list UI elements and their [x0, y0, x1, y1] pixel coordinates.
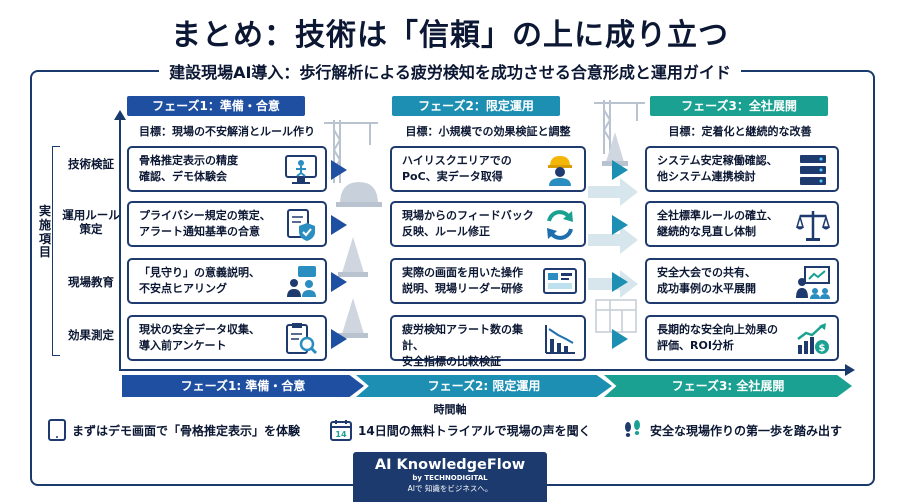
card-text: 「見守り」の意義説明、 不安点ヒアリング [139, 266, 260, 295]
row-bracket [52, 146, 60, 356]
company-logo: AI KnowledgeFlow by TECHNODIGITAL AIで 知識… [353, 452, 547, 502]
card-phase3-rules: 全社標準ルールの確立、 継続的な見直し体制 [645, 201, 839, 247]
card-text: 現場からのフィードバック 反映、ルール修正 [402, 209, 534, 238]
card-phase3-technical: システム安定稼働確認、 他システム連携検討 [645, 146, 839, 192]
helmet-worker-icon [548, 156, 572, 186]
step-demo: まずはデモ画面で「骨格推定表示」を体験 [48, 418, 300, 442]
card-text: 全社標準ルールの確立、 継続的な見直し体制 [657, 209, 778, 238]
card-phase2-rules: 現場からのフィードバック 反映、ルール修正 [390, 201, 586, 247]
dashboard-screen-icon [543, 268, 577, 294]
card-phase1-technical: 骨格推定表示の精度 確認、デモ体験会 [127, 146, 327, 192]
y-axis-line [119, 118, 121, 370]
growth-chart-icon: $ [797, 323, 829, 354]
card-phase3-education: 安全大会での共有、 成功事例の水平展開 [645, 258, 839, 304]
x-axis-arrowhead [845, 364, 855, 376]
row-label-effect-measurement: 効果測定 [68, 328, 114, 342]
flow-arrow [331, 160, 347, 180]
logo-name: AI KnowledgeFlow [374, 457, 526, 473]
phase-3-header: フェーズ3：全社展開 [650, 96, 828, 116]
page-subtitle: 建設現場AI導入：歩行解析による疲労検知を成功させる合意形成と運用ガイド [0, 59, 900, 83]
logo-tagline: AIで 知識をビジネスへ。 [407, 484, 493, 493]
traffic-cone-illustration-1 [338, 237, 368, 277]
step-trial: 14 14日間の無料トライアルで現場の声を聞く [330, 418, 591, 442]
card-text: 疲労検知アラート数の集計、 安全指標の比較検証 [402, 323, 523, 368]
card-phase1-education: 「見守り」の意義説明、 不安点ヒアリング [127, 258, 327, 304]
phase-2-header: フェーズ2：限定運用 [392, 96, 560, 116]
flow-arrow [331, 215, 347, 235]
phase-2-band: フェーズ2: 限定運用 [356, 375, 612, 397]
card-text: 現状の安全データ収集、 導入前アンケート [139, 323, 260, 352]
card-text: プライバシー規定の策定、 アラート通知基準の合意 [139, 209, 271, 238]
card-phase2-technical: ハイリスクエリアでの PoC、実データ取得 [390, 146, 586, 192]
step-first-step: 安全な現場作りの第一歩を踏み出す [622, 418, 842, 442]
calendar-icon: 14 [330, 420, 352, 441]
phase-3-band: フェーズ3: 全社展開 [604, 375, 852, 397]
row-label-technical-verification: 技術検証 [68, 157, 114, 171]
card-text: 骨格推定表示の精度 確認、デモ体験会 [139, 154, 238, 183]
flow-arrow [612, 215, 628, 235]
traffic-cone-illustration-2 [338, 298, 368, 338]
server-stack-icon [800, 155, 826, 185]
refresh-cycle-icon [547, 210, 573, 240]
card-phase2-education: 実際の画面を用いた操作 説明、現場リーダー研修 [390, 258, 586, 304]
flow-arrow [612, 160, 628, 180]
phase-3-goal: 目標：定着化と継続的な改善 [668, 125, 812, 138]
step-text: 安全な現場作りの第一歩を踏み出す [650, 423, 843, 438]
row-label-site-education: 現場教育 [68, 275, 114, 289]
declining-chart-icon [545, 325, 575, 354]
row-label-operation-rules: 運用ルール 策定 [62, 208, 120, 237]
phase-2-goal: 目標：小規模での効果検証と調整 [405, 125, 571, 138]
logo-by: by TECHNODIGITAL [412, 474, 488, 482]
step-text: 14日間の無料トライアルで現場の声を聞く [358, 423, 591, 438]
card-text: 長期的な安全向上効果の 評価、ROI分析 [657, 323, 778, 352]
crane-illustration-2 [594, 100, 645, 154]
balance-scale-icon [795, 211, 831, 241]
x-axis-line [119, 369, 847, 371]
card-text: システム安定稼働確認、 他システム連携検討 [657, 154, 778, 183]
card-text: 実際の画面を用いた操作 説明、現場リーダー研修 [402, 266, 523, 295]
monitor-person-icon [285, 155, 317, 184]
svg-text:14: 14 [335, 430, 347, 439]
y-axis-label: 実施項目 [38, 204, 51, 260]
people-chat-icon [287, 266, 316, 297]
flow-arrow [612, 329, 628, 349]
document-shield-icon [287, 209, 315, 241]
card-text: ハイリスクエリアでの PoC、実データ取得 [402, 154, 512, 183]
safety-helmet-illustration [336, 182, 382, 207]
card-text: 安全大会での共有、 成功事例の水平展開 [657, 266, 756, 295]
clipboard-search-icon [286, 323, 318, 355]
card-phase2-measurement: 疲労検知アラート数の集計、 安全指標の比較検証 [390, 315, 586, 368]
subtitle-text: 建設現場AI導入：歩行解析による疲労検知を成功させる合意形成と運用ガイド [159, 63, 741, 82]
time-axis-label: 時間軸 [433, 403, 467, 416]
card-phase3-measurement: 長期的な安全向上効果の 評価、ROI分析 $ [645, 315, 839, 361]
phase-1-band: フェーズ1: 準備・合意 [122, 375, 364, 397]
phase-1-goal: 目標：現場の不安解消とルール作り [139, 125, 315, 138]
footsteps-icon [625, 420, 640, 437]
flow-arrow [331, 329, 347, 349]
flow-arrow [331, 272, 347, 292]
tablet-icon [48, 419, 66, 441]
step-text: まずはデモ画面で「骨格推定表示」を体験 [72, 423, 301, 438]
card-phase1-measurement: 現状の安全データ収集、 導入前アンケート [127, 315, 327, 361]
card-phase1-rules: プライバシー規定の策定、 アラート通知基準の合意 [127, 201, 327, 247]
presentation-icon [796, 266, 830, 299]
flow-arrow [612, 272, 628, 292]
y-axis-arrowhead [114, 110, 126, 120]
svg-text:$: $ [819, 343, 826, 354]
page-title: まとめ：技術は「信頼」の上に成り立つ [171, 18, 729, 53]
phase-1-header: フェーズ1：準備・合意 [127, 96, 305, 116]
